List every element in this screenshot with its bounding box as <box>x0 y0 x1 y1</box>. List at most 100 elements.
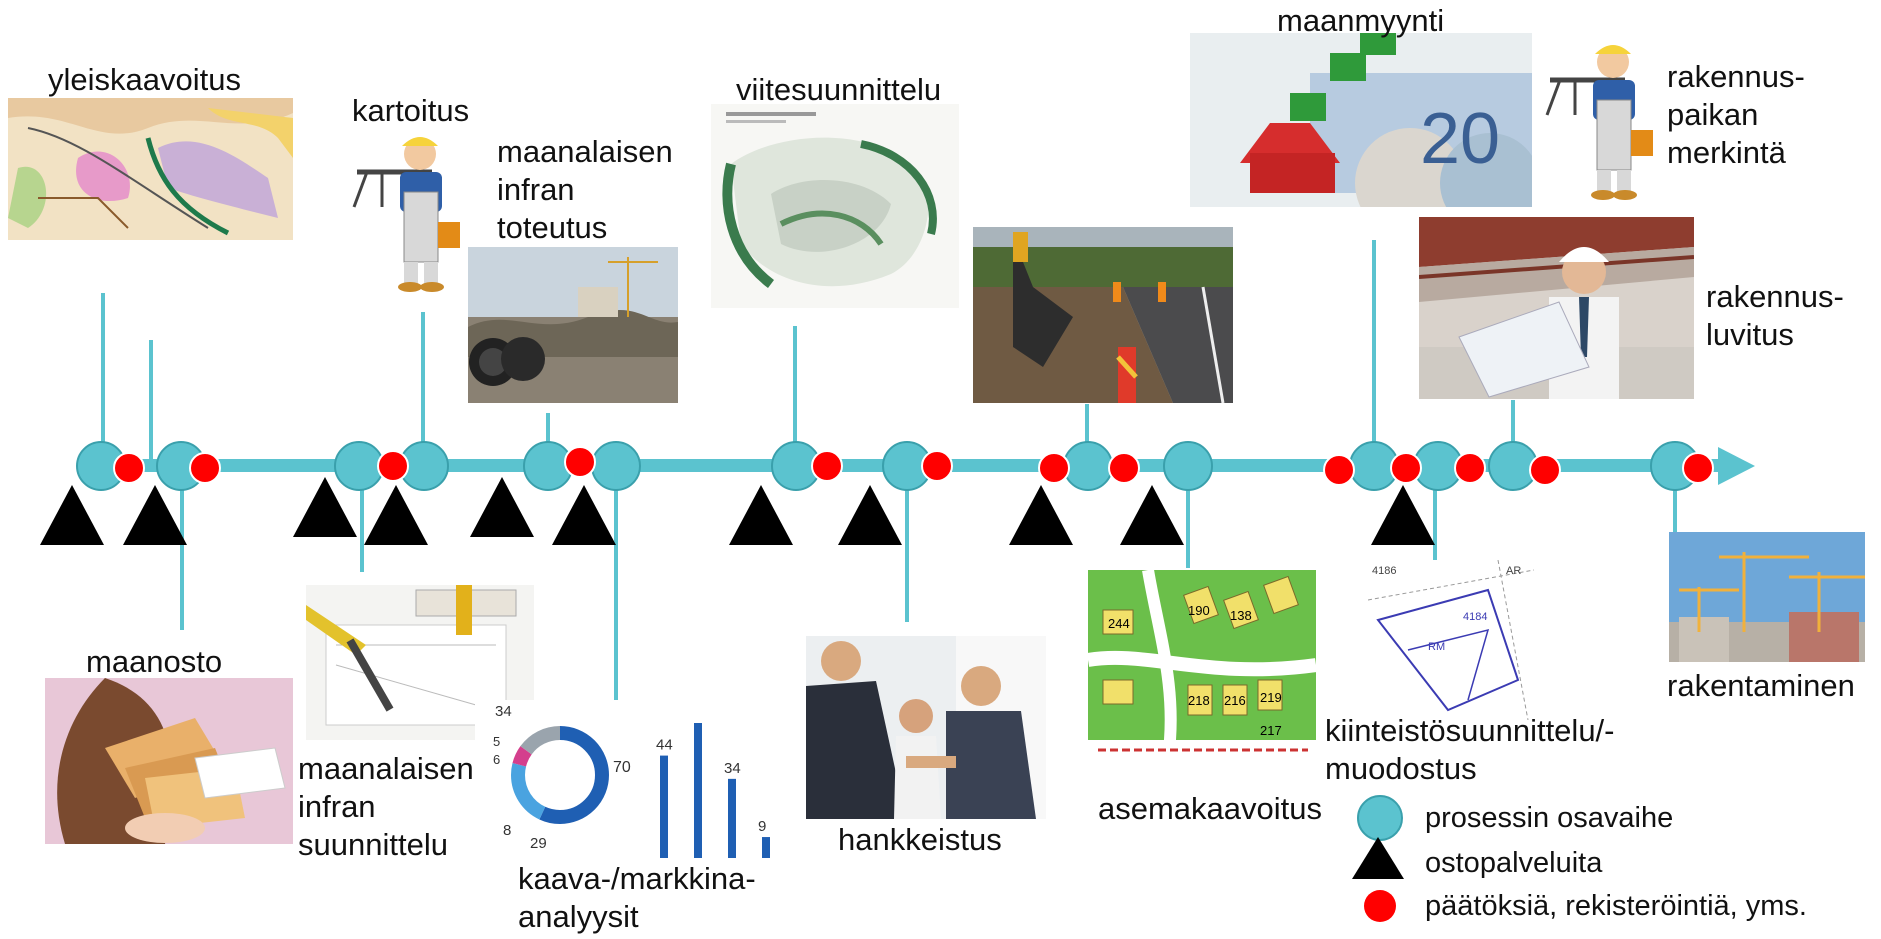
decision-dot <box>564 446 596 478</box>
label-line: suunnittelu <box>298 827 448 862</box>
substep-circle <box>591 441 641 491</box>
label-maanosto: maanosto <box>86 644 223 679</box>
legend-text-process-step: prosessin osavaihe <box>1425 802 1674 834</box>
purchased-triangle-icon <box>552 485 616 545</box>
purchased-triangle-icon <box>470 477 534 537</box>
donut-value: 29 <box>530 835 547 852</box>
label-rakennusluvitus: rakennus- luvitus <box>1706 278 1844 354</box>
label-line: luvitus <box>1706 317 1794 352</box>
general-plan-map-image <box>8 98 293 240</box>
label-kaava-markkina-analyysit: kaava-/markkina- analyysit <box>518 860 756 936</box>
banknote-text: 20 <box>1420 99 1500 179</box>
label-line: kiinteistösuunnittelu/- <box>1325 713 1615 748</box>
label-asemakaavoitus: asemakaavoitus <box>1098 791 1323 826</box>
donut-value: 6 <box>493 752 500 767</box>
label-rakennuspaikan-merkinta: rakennus- paikan merkintä <box>1667 58 1805 172</box>
parcel-number: RM <box>1428 641 1445 653</box>
label-line: rakennus- <box>1667 59 1805 94</box>
plot-number: 217 <box>1260 723 1282 738</box>
bar <box>694 723 702 858</box>
purchased-triangle-icon <box>123 485 187 545</box>
label-line: kaava-/markkina- <box>518 861 756 896</box>
purchased-triangle-icon <box>1120 485 1184 545</box>
donut-value: 8 <box>503 822 511 839</box>
label-maanmyynti: maanmyynti <box>1277 3 1445 38</box>
label-kiinteistosuunnittelu-muodostus: kiinteistösuunnittelu/- muodostus <box>1325 712 1615 788</box>
label-line: maanalaisen <box>497 134 673 169</box>
purchased-triangle-icon <box>1371 485 1435 545</box>
decision-dot <box>189 452 221 484</box>
label-maanalaisen-infran-suunnittelu: maanalaisen infran suunnittelu <box>298 750 474 864</box>
decision-dot <box>1323 454 1355 486</box>
label-line: toteutus <box>497 210 608 245</box>
timeline-arrow-icon <box>1718 447 1755 485</box>
donut-value: 5 <box>493 734 500 749</box>
substep-circle <box>1163 441 1213 491</box>
decision-dot <box>113 452 145 484</box>
parcel-division-drawing: 4186 AR RM 4184 <box>1368 560 1534 720</box>
label-line: analyysit <box>518 899 639 934</box>
decision-dot <box>1108 452 1140 484</box>
legend-text-purchased-services: ostopalveluita <box>1425 847 1603 879</box>
land-purchase-photo <box>45 678 293 844</box>
label-line: infran <box>298 789 376 824</box>
label-line: merkintä <box>1667 135 1786 170</box>
parcel-number: AR <box>1506 565 1521 577</box>
bar <box>660 755 668 858</box>
bar-value-label: 9 <box>758 818 766 835</box>
donut-segment <box>511 726 609 824</box>
purchased-triangle-icon <box>293 477 357 537</box>
parcel-number: 4184 <box>1463 611 1487 623</box>
purchased-triangle-icon <box>729 485 793 545</box>
substep-circle <box>1063 441 1113 491</box>
label-line: infran <box>497 172 575 207</box>
plot-number: 216 <box>1224 693 1246 708</box>
donut-value: 34 <box>495 703 512 720</box>
bar <box>728 778 736 858</box>
bar-value-label: 44 <box>656 737 673 754</box>
bar <box>762 837 770 858</box>
decision-dot <box>921 450 953 482</box>
parcel-number: 4186 <box>1372 565 1396 577</box>
decision-dot <box>1529 454 1561 486</box>
label-line: paikan <box>1667 97 1759 132</box>
detailed-plan-map-image: 190 138 218 216 219 217 244 <box>1088 570 1316 758</box>
plot-number: 219 <box>1260 690 1282 705</box>
circle-icon <box>1357 795 1403 841</box>
building-permit-photo <box>1419 217 1694 399</box>
construction-cranes-photo <box>1669 532 1865 662</box>
reference-plan-image <box>711 104 959 308</box>
decision-dot <box>1390 452 1422 484</box>
substep-circle <box>334 441 384 491</box>
label-maanalaisen-infran-toteutus: maanalaisen infran toteutus <box>497 133 673 247</box>
label-line: maanalaisen <box>298 751 474 786</box>
purchased-triangle-icon <box>364 485 428 545</box>
purchased-triangle-icon <box>1009 485 1073 545</box>
purchased-triangle-icon <box>40 485 104 545</box>
infra-construction-photo <box>468 247 678 403</box>
label-yleiskaavoitus: yleiskaavoitus <box>48 62 241 97</box>
purchased-triangle-icon <box>838 485 902 545</box>
plot-number: 218 <box>1188 693 1210 708</box>
decision-dot <box>1454 452 1486 484</box>
decision-dot <box>1682 452 1714 484</box>
label-viitesuunnittelu: viitesuunnittelu <box>736 72 942 107</box>
label-line: muodostus <box>1325 751 1477 786</box>
surveyor-figure-image <box>352 132 472 294</box>
label-rakentaminen: rakentaminen <box>1667 668 1855 703</box>
donut-segment <box>511 726 609 824</box>
project-handshake-photo <box>806 636 1046 819</box>
plot-number: 244 <box>1108 616 1130 631</box>
red-dot-icon <box>1364 890 1396 922</box>
plot-number: 190 <box>1188 603 1210 618</box>
decision-dot <box>377 450 409 482</box>
triangle-icon <box>1352 837 1404 879</box>
label-hankkeistus: hankkeistus <box>838 822 1002 857</box>
legend-text-decisions: päätöksiä, rekisteröintiä, yms. <box>1425 890 1807 922</box>
label-kartoitus: kartoitus <box>352 93 470 128</box>
bar-value-label: 34 <box>724 760 741 777</box>
plot-number: 138 <box>1230 608 1252 623</box>
decision-dot <box>811 450 843 482</box>
